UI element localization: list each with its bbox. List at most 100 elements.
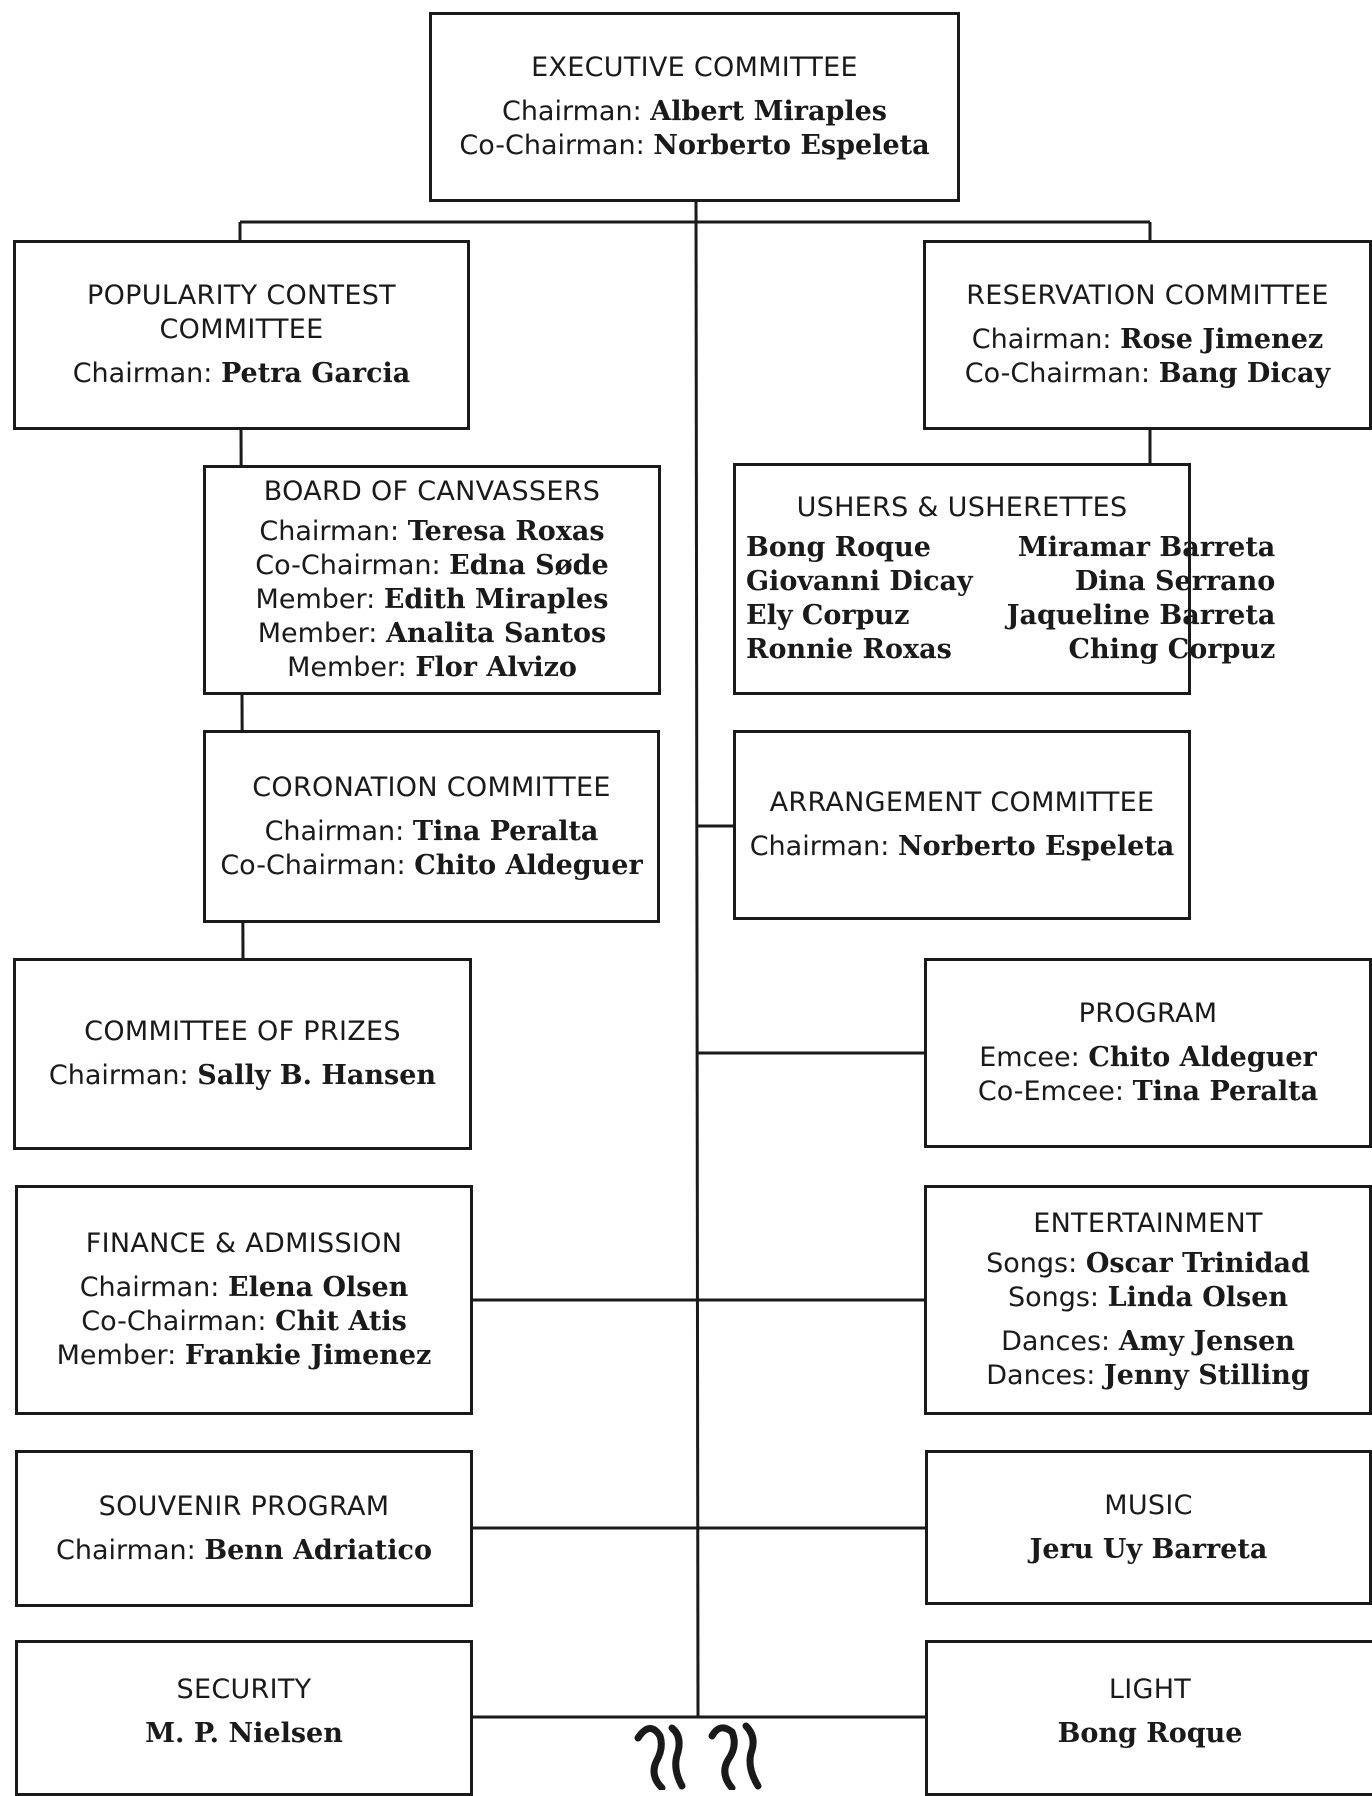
executive-committee-box: EXECUTIVE COMMITTEE Chairman: Albert Mir… [429,12,960,202]
usher-name: Miramar Barreta [1017,532,1276,563]
souvenir-chairman-row: Chairman: Benn Adriatico [56,1534,432,1568]
role-label: Member: [255,584,376,615]
entertainment-title: ENTERTAINMENT [1033,1208,1263,1239]
member-name: Tina Peralta [412,815,599,847]
security-box: SECURITY M. P. Nielsen [15,1640,473,1796]
member-name: M. P. Nielsen [145,1718,343,1749]
member-name: Benn Adriatico [204,1534,432,1566]
music-box: MUSIC Jeru Uy Barreta [925,1450,1372,1605]
member-name: Elena Olsen [227,1272,409,1303]
souvenir-program-title: SOUVENIR PROGRAM [98,1490,390,1522]
committee-of-prizes-box: COMMITTEE OF PRIZES Chairman: Sally B. H… [13,958,472,1150]
member-name: Amy Jensen [1118,1326,1295,1357]
title-line-1: POPULARITY CONTEST [87,280,396,311]
member-name: Chito Aldeguer [414,849,643,881]
member-name: Sally B. Hansen [197,1060,437,1091]
program-box: PROGRAM Emcee: Chito Aldeguer Co-Emcee: … [924,958,1372,1148]
member-name: Analita Santos [386,618,607,649]
security-title: SECURITY [176,1674,312,1705]
arrangement-committee-box: ARRANGEMENT COMMITTEE Chairman: Norberto… [733,730,1191,920]
member-name: Teresa Roxas [407,516,605,547]
program-coemcee-row: Co-Emcee: Tina Peralta [978,1075,1318,1109]
member-name: Chito Aldeguer [1088,1042,1317,1073]
coronation-committee-title: CORONATION COMMITTEE [252,771,611,803]
reservation-cochairman-row: Co-Chairman: Bang Dicay [965,357,1330,391]
popularity-contest-committee-title: POPULARITY CONTEST COMMITTEE [87,279,396,347]
usher-name: Dina Serrano [1074,566,1276,597]
member-name: Chit Atis [275,1306,407,1337]
reservation-committee-title: RESERVATION COMMITTEE [966,280,1329,311]
usher-name: Jaqueline Barreta [1006,600,1276,631]
usher-name: Ching Corpuz [1068,634,1276,665]
light-member-row: Bong Roque [1058,1717,1243,1751]
member-name: Flor Alvizo [415,652,577,683]
role-label: Emcee: [979,1042,1080,1073]
role-label: Chairman: [56,1534,196,1566]
souvenir-program-box: SOUVENIR PROGRAM Chairman: Benn Adriatic… [15,1450,473,1607]
light-box: LIGHT Bong Roque [925,1640,1372,1796]
member-name: Bang Dicay [1158,358,1331,389]
executive-cochairman-row: Co-Chairman: Norberto Espeleta [459,129,929,163]
usher-name: Giovanni Dicay [746,566,973,597]
usher-name: Bong Roque [746,532,931,563]
program-emcee-row: Emcee: Chito Aldeguer [979,1041,1317,1075]
finance-admission-box: FINANCE & ADMISSION Chairman: Elena Olse… [15,1185,473,1415]
prizes-chairman-row: Chairman: Sally B. Hansen [49,1059,436,1093]
member-name: Rose Jimenez [1120,324,1324,355]
role-label: Co-Chairman: [964,358,1151,389]
member-name: Oscar Trinidad [1085,1248,1310,1279]
ushers-name-grid: Bong Roque Miramar Barreta Giovanni Dica… [736,531,1275,667]
member-name: Albert Miraples [650,96,888,127]
music-member-row: Jeru Uy Barreta [1030,1533,1268,1567]
arrangement-chairman-row: Chairman: Norberto Espeleta [750,830,1175,864]
member-name: Jeru Uy Barreta [1029,1533,1268,1565]
coronation-chairman-row: Chairman: Tina Peralta [265,815,599,849]
program-title: PROGRAM [1078,998,1218,1029]
arrangement-committee-title: ARRANGEMENT COMMITTEE [769,787,1155,818]
canvassers-row: Co-Chairman: Edna Søde [255,549,608,583]
usher-name: Ely Corpuz [746,600,910,631]
light-title: LIGHT [1108,1674,1192,1705]
entertainment-row: Songs: Linda Olsen [1008,1281,1288,1315]
entertainment-row: Dances: Jenny Stilling [986,1359,1309,1393]
entertainment-row: Songs: Oscar Trinidad [986,1247,1310,1281]
role-label: Songs: [1007,1282,1100,1313]
role-label: Dances: [1001,1326,1111,1357]
trunk-line [694,199,700,1719]
member-name: Frankie Jimenez [184,1340,432,1371]
role-label: Co-Chairman: [459,130,645,161]
floral-ornament-icon [634,1722,762,1790]
role-label: Dances: [986,1360,1096,1391]
usher-name: Ronnie Roxas [746,634,952,665]
coronation-committee-box: CORONATION COMMITTEE Chairman: Tina Pera… [203,730,660,923]
finance-row: Co-Chairman: Chit Atis [81,1305,407,1339]
role-label: Co-Chairman: [220,849,406,881]
member-name: Norberto Espeleta [897,831,1175,862]
role-label: Chairman: [48,1060,189,1091]
finance-row: Chairman: Elena Olsen [80,1271,409,1305]
title-line-2: COMMITTEE [159,314,324,345]
finance-row: Member: Frankie Jimenez [57,1339,432,1373]
reservation-committee-box: RESERVATION COMMITTEE Chairman: Rose Jim… [923,240,1372,430]
role-label: Chairman: [501,96,642,127]
popularity-contest-committee-box: POPULARITY CONTEST COMMITTEE Chairman: P… [13,240,470,430]
role-label: Songs: [986,1248,1078,1279]
member-name: Petra Garcia [220,358,411,389]
role-label: Co-Chairman: [81,1306,267,1337]
canvassers-row: Chairman: Teresa Roxas [259,515,604,549]
board-of-canvassers-box: BOARD OF CANVASSERS Chairman: Teresa Rox… [203,465,661,695]
role-label: Co-Emcee: [977,1076,1124,1107]
role-label: Chairman: [79,1272,220,1303]
member-name: Edith Miraples [383,584,609,615]
executive-committee-title: EXECUTIVE COMMITTEE [531,52,858,83]
security-member-row: M. P. Nielsen [145,1717,343,1751]
ushers-usherettes-title: USHERS & USHERETTES [796,492,1128,523]
role-label: Member: [287,652,407,683]
role-label: Chairman: [264,815,405,847]
board-of-canvassers-title: BOARD OF CANVASSERS [263,476,601,507]
role-label: Member: [257,618,378,649]
member-name: Linda Olsen [1107,1282,1289,1313]
ushers-usherettes-box: USHERS & USHERETTES Bong Roque Miramar B… [733,463,1275,695]
member-name: Edna Søde [449,550,609,581]
